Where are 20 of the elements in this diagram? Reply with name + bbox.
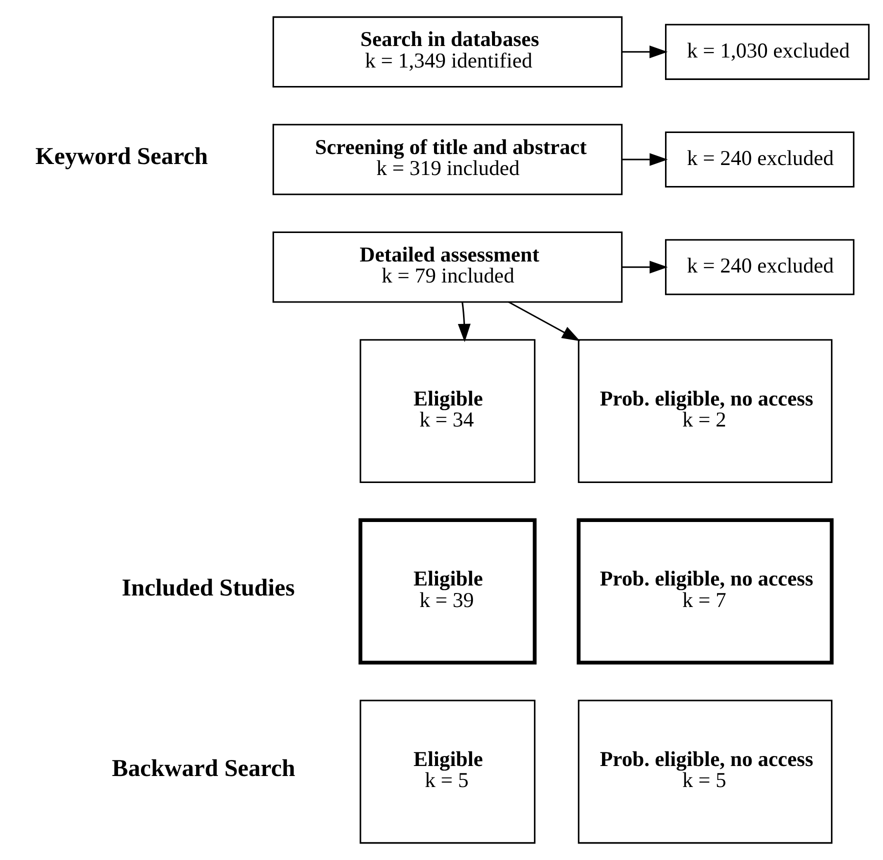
node-box: k = 1,030 excluded bbox=[665, 24, 870, 80]
node-box: Screening of title and abstract k = 319 included bbox=[272, 124, 623, 196]
node-box: Prob. eligible, no access k = 2 bbox=[578, 339, 832, 484]
node-box: Prob. eligible, no access k = 7 bbox=[576, 518, 834, 664]
label: Backward Search bbox=[112, 754, 296, 782]
node-box: Prob. eligible, no access k = 5 bbox=[578, 700, 832, 844]
arrow bbox=[508, 301, 580, 342]
arrow bbox=[622, 260, 668, 274]
node-box: Detailed assessment k = 79 included bbox=[272, 231, 623, 303]
node-box: k = 240 excluded bbox=[665, 239, 854, 296]
node-box: Eligible k = 5 bbox=[360, 700, 536, 844]
node-box: Search in databases k = 1,349 identified bbox=[272, 16, 623, 88]
arrow bbox=[622, 153, 668, 166]
node-box: Eligible k = 39 bbox=[358, 518, 537, 664]
arrow bbox=[458, 302, 471, 342]
node-box: Eligible k = 34 bbox=[360, 339, 536, 484]
arrow bbox=[622, 46, 668, 58]
node-box: k = 240 excluded bbox=[665, 131, 854, 188]
label: Included Studies bbox=[122, 574, 295, 602]
label: Keyword Search bbox=[35, 142, 208, 170]
